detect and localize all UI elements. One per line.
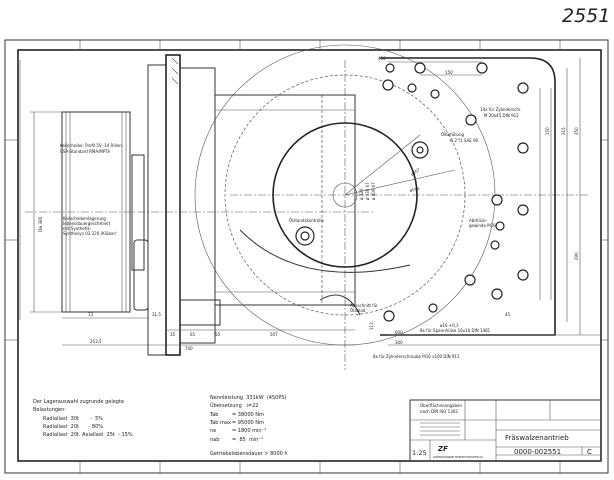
svg-text:Tab: Tab [209, 412, 218, 418]
svg-text:450: 450 [378, 56, 386, 61]
svg-text:35: 35 [170, 332, 176, 337]
svg-text:mit Synthetik-: mit Synthetik- [63, 226, 92, 231]
svg-text:= 1800 min⁻¹: = 1800 min⁻¹ [232, 428, 266, 434]
title-block: Oberflächenangaben nach DIN ISO 1302 1:2… [409, 399, 602, 462]
svg-text:ø 400 h7: ø 400 h7 [371, 182, 376, 200]
svg-text:253,5: 253,5 [90, 339, 102, 344]
svg-text:65: 65 [190, 332, 196, 337]
company-logo: ZF [437, 445, 448, 453]
svg-text:600: 600 [395, 330, 403, 335]
svg-text:nab: nab [210, 437, 219, 443]
border-ticks [5, 40, 608, 473]
svg-text:ø565: ø565 [409, 186, 420, 193]
svg-text:Abdrück-: Abdrück- [469, 218, 488, 223]
side-view [19, 54, 375, 356]
svg-text:Radiallast 20t - 80%: Radiallast 20t - 80% [43, 424, 103, 430]
svg-text:300: 300 [395, 340, 403, 345]
svg-text:150: 150 [545, 127, 550, 135]
svg-text:G 2"/1 SAE 90: G 2"/1 SAE 90 [450, 138, 479, 143]
svg-text:Keilscheibenlagerung: Keilscheibenlagerung [63, 216, 106, 221]
sheet-number: 2551 [562, 5, 610, 27]
svg-text:Belastungen:: Belastungen: [33, 407, 66, 413]
svg-text:Ausschnitt für: Ausschnitt für [350, 303, 378, 308]
svg-text:Keilscheibe: Profil 5V· 14 Ril: Keilscheibe: Profil 5V· 14 Rillen [60, 143, 122, 148]
svg-text:ø 330 h7: ø 330 h7 [365, 182, 370, 200]
svg-text:740: 740 [185, 346, 193, 351]
svg-text:Ölbefüllung: Ölbefüllung [441, 132, 464, 137]
svg-text:Radiallast 20t. Axiallast 25: Radiallast 20t. Axiallast 25t - 15% [43, 432, 133, 438]
svg-text:= 38000 Nm: = 38000 Nm [232, 412, 264, 418]
spec-notes: Nennleistung 331kW (450PS) Übersetzung i… [209, 395, 288, 457]
svg-text:nach DIN ISO 1302: nach DIN ISO 1302 [420, 409, 458, 414]
inner-border [17, 49, 602, 462]
svg-text:Ölstandskontrolle: Ölstandskontrolle [289, 218, 324, 223]
v-belt-pulley [30, 111, 149, 313]
svg-text:ne: ne [210, 428, 216, 434]
svg-text:Ölablaß: Ölablaß [350, 308, 366, 313]
svg-text:113: 113 [369, 322, 374, 330]
bolt-holes [382, 62, 529, 322]
svg-text:= 95000 Nm: = 95000 Nm [232, 420, 264, 426]
revision: C [587, 448, 592, 456]
svg-text:ø 320: ø 320 [359, 188, 364, 200]
bearing-notes: Der Lagerauswahl zugrunde gelegte Belast… [33, 399, 133, 438]
front-view-labels: 450 150 14x für Zylinderschr. M 20x45 DI… [289, 56, 579, 359]
svg-text:Getriebelebensdauer > 8000 h: Getriebelebensdauer > 8000 h [210, 451, 288, 457]
svg-text:1:25: 1:25 [412, 449, 427, 457]
svg-text:gewinde M16: gewinde M16 [469, 223, 496, 228]
svg-text:290: 290 [574, 252, 579, 260]
svg-text:31,5: 31,5 [152, 312, 161, 317]
svg-text:= 85 min⁻¹: = 85 min⁻¹ [232, 437, 263, 443]
side-view-labels: Keilscheibe: Profil 5V· 14 Rillen USA-St… [38, 143, 278, 351]
svg-text:ø16 +0,1: ø16 +0,1 [440, 323, 459, 328]
svg-text:lebensdauergeschmiert: lebensdauergeschmiert [63, 221, 111, 226]
svg-text:Übersetzung i=22: Übersetzung i=22 [210, 402, 258, 409]
svg-text:Radiallast 30t - 5%: Radiallast 30t - 5% [43, 416, 103, 422]
drawing-number: 0000-002551 [514, 448, 561, 456]
svg-text:Der Lagerauswahl zugrunde gele: Der Lagerauswahl zugrunde gelegte [33, 399, 124, 405]
svg-text:Oberflächenangaben: Oberflächenangaben [420, 403, 462, 408]
svg-text:150: 150 [445, 70, 453, 75]
svg-text:8x für Spannhülse 16x10 DIN 14: 8x für Spannhülse 16x10 DIN 1481 [420, 328, 491, 333]
svg-text:8x für Zylinderschraube M16 x1: 8x für Zylinderschraube M16 x100 DIN 912 [373, 354, 460, 359]
svg-text:350: 350 [574, 127, 579, 135]
svg-text:45: 45 [505, 312, 511, 317]
svg-text:ZAHNRADFABRIK FRIEDRICHSHAFEN: ZAHNRADFABRIK FRIEDRICHSHAFEN AG [433, 455, 483, 459]
svg-text:14x für Zylinderschr.: 14x für Zylinderschr. [480, 107, 521, 112]
outer-border [4, 39, 609, 474]
svg-text:507: 507 [270, 332, 278, 337]
svg-text:ø457: ø457 [410, 167, 421, 177]
svg-text:M 20x45 DIN 912: M 20x45 DIN 912 [484, 113, 519, 118]
svg-text:USA-Standard RMA/MPTA: USA-Standard RMA/MPTA [60, 149, 110, 154]
svg-text:13: 13 [88, 312, 94, 317]
drawing-title: Fräswalzenantrieb [505, 434, 569, 442]
svg-text:315: 315 [561, 127, 566, 135]
svg-text:Synthesyn 03 220 (Klüber): Synthesyn 03 220 (Klüber) [63, 231, 117, 236]
svg-text:Tab max: Tab max [209, 420, 231, 426]
svg-text:Dw 380: Dw 380 [38, 216, 43, 232]
svg-text:Nennleistung 331kW (450PS): Nennleistung 331kW (450PS) [210, 395, 287, 401]
front-view [194, 44, 600, 370]
svg-text:50: 50 [215, 332, 221, 337]
